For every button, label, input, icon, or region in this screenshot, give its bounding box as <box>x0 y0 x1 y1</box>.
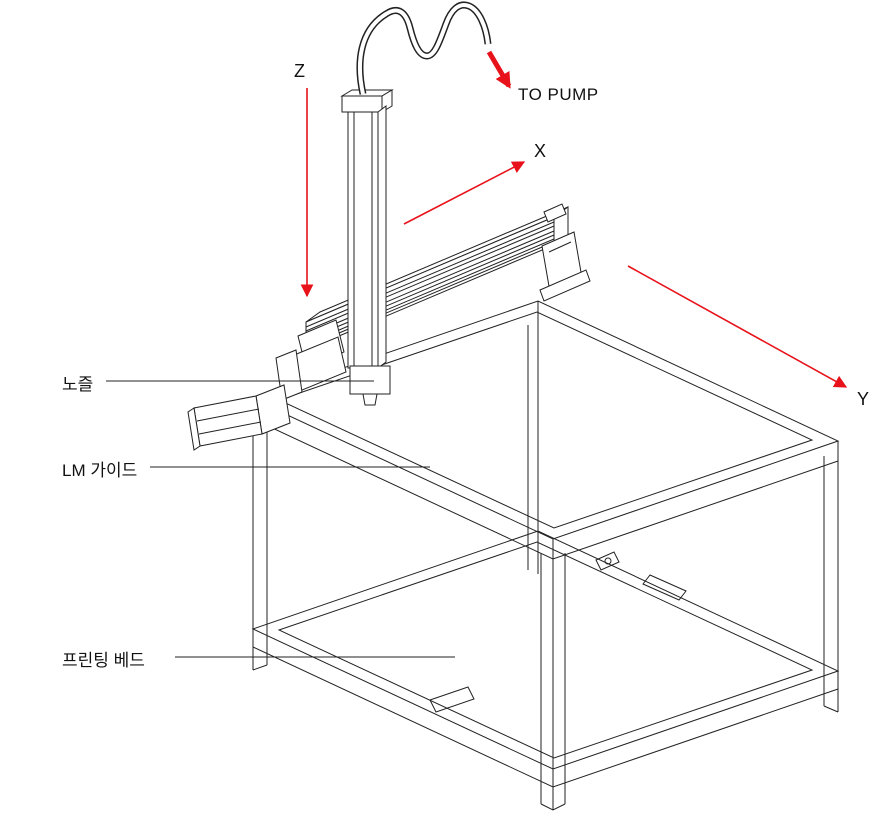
z-axis-column <box>340 89 394 369</box>
x-axis-arrow <box>403 161 526 225</box>
to-pump-arrow <box>486 50 512 89</box>
x-axis-gantry-beam <box>305 206 569 351</box>
nozzle-assembly <box>349 365 391 406</box>
beam-support-bracket <box>539 203 591 302</box>
x-axis-label: X <box>534 141 547 161</box>
axis-arrows <box>300 50 848 388</box>
pump-hose <box>356 1 492 95</box>
to-pump-label: TO PUMP <box>518 85 599 104</box>
y-axis-label: Y <box>857 389 870 409</box>
y-carriage-assembly <box>275 319 347 401</box>
printing-bed-label: 프린팅 베드 <box>62 651 145 670</box>
printing-bed-shelf <box>251 530 840 788</box>
lm-guide-label: LM 가이드 <box>62 461 138 480</box>
y-drive-motor <box>187 384 291 451</box>
nozzle-label: 노즐 <box>62 375 94 394</box>
frame-leg-back <box>527 321 539 574</box>
machine-frame <box>251 300 840 811</box>
z-axis-label: Z <box>294 61 305 81</box>
leader-lines <box>106 380 455 658</box>
frame-leg-front <box>540 553 566 811</box>
frame-leg-left <box>252 414 268 671</box>
y-axis-arrow <box>627 265 848 388</box>
